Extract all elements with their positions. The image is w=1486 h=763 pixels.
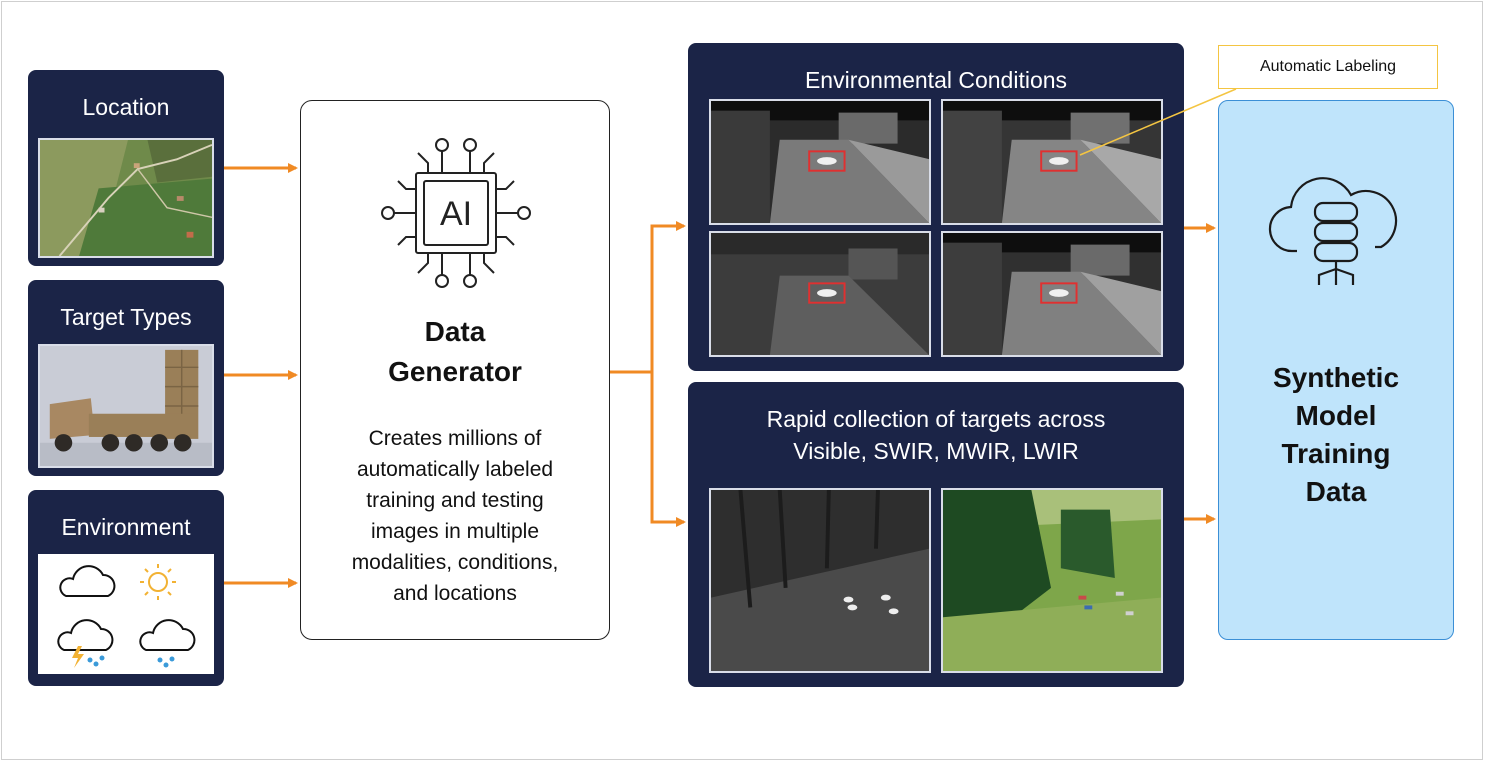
visible-meadow-image — [941, 488, 1163, 673]
environmental-conditions-panel: Environmental Conditions — [688, 43, 1184, 371]
thunderstorm-icon — [57, 619, 114, 668]
output-title-line: Synthetic — [1272, 362, 1400, 393]
env-image-1 — [709, 99, 931, 225]
generator-desc-line: images in multiple — [370, 520, 540, 543]
infrared-forest-image — [709, 488, 931, 673]
output-title-line: Data — [1305, 476, 1367, 507]
generator-desc-line: Creates millions of — [368, 427, 542, 450]
generator-desc-line: modalities, conditions, — [351, 551, 559, 574]
target-types-title: Target Types — [60, 304, 192, 330]
rapid-collection-title-line1: Rapid collection of targets across — [766, 406, 1106, 432]
generator-title-line2: Generator — [388, 356, 522, 387]
automatic-labeling-callout: Automatic Labeling — [1218, 45, 1438, 89]
environment-panel: Environment — [28, 490, 224, 686]
generator-output-line — [610, 221, 686, 374]
generator-desc-line: and locations — [393, 582, 517, 605]
weather-icons-area — [38, 554, 214, 674]
environmental-conditions-title: Environmental Conditions — [804, 67, 1068, 93]
location-panel: Location — [28, 70, 224, 266]
cloud-icon — [59, 565, 116, 597]
location-map-image — [38, 138, 214, 258]
rapid-collection-panel: Rapid collection of targets across Visib… — [688, 382, 1184, 687]
rain-cloud-icon — [139, 619, 196, 668]
target-vehicle-image — [38, 344, 214, 468]
generator-output-line-lower — [650, 372, 686, 527]
callout-pointer-line — [1079, 88, 1237, 156]
location-title: Location — [82, 94, 170, 120]
ai-chip-icon: AI — [381, 138, 531, 288]
generator-desc-line: automatically labeled — [356, 458, 554, 481]
ai-label: AI — [440, 195, 472, 233]
generator-title-line1: Data — [424, 316, 486, 347]
synthetic-training-data-box: Synthetic Model Training Data — [1218, 100, 1454, 640]
generator-desc-line: training and testing — [366, 489, 544, 512]
env-image-4 — [941, 231, 1163, 357]
cloud-database-icon — [1268, 177, 1398, 285]
output-title-line: Model — [1295, 400, 1377, 431]
env-image-2 — [941, 99, 1163, 225]
target-types-panel: Target Types — [28, 280, 224, 476]
data-generator-box: AI Data Generator Creates millions of au… — [300, 100, 610, 640]
environment-title: Environment — [61, 514, 191, 540]
sun-icon — [140, 564, 176, 600]
rapid-collection-title-line2: Visible, SWIR, MWIR, LWIR — [793, 438, 1079, 464]
env-image-3 — [709, 231, 931, 357]
output-title-line: Training — [1281, 438, 1391, 469]
